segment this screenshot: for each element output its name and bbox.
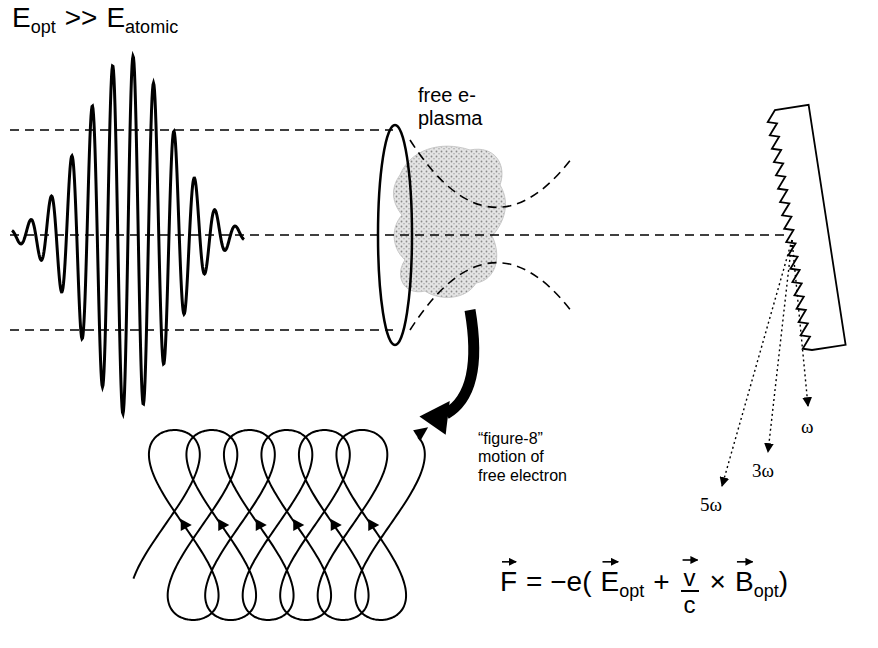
formula-part: = −e( bbox=[526, 566, 591, 597]
title-group: Eopt >> Eatomic bbox=[12, 4, 178, 36]
direction-arrowhead bbox=[256, 519, 267, 531]
harmonic-label: 5ω bbox=[700, 494, 722, 516]
direction-arrowhead bbox=[368, 519, 379, 531]
plus-sign: + bbox=[653, 566, 669, 597]
subscript: opt bbox=[754, 581, 779, 601]
direction-arrowhead bbox=[218, 519, 229, 531]
diffracted-beams bbox=[722, 240, 808, 486]
field-symbol: B bbox=[735, 558, 754, 596]
fraction: vc bbox=[681, 556, 699, 617]
formula-part: ) bbox=[779, 566, 788, 597]
motion-label: “figure-8” motion of free electron bbox=[478, 430, 573, 485]
direction-arrowhead bbox=[293, 519, 304, 531]
formula-group: F = −e( Eopt + vc × Bopt) bbox=[500, 556, 788, 617]
harmonic-label: 3ω bbox=[752, 460, 774, 482]
velocity-symbol: v bbox=[681, 556, 699, 592]
laser-pulse bbox=[12, 56, 244, 413]
field-symbol: E bbox=[601, 558, 620, 596]
harmonic-label: ω bbox=[801, 416, 814, 438]
force-symbol: F bbox=[500, 558, 517, 596]
vector-arrow bbox=[603, 561, 619, 563]
subscript: atomic bbox=[125, 17, 178, 37]
zoom-arrow bbox=[419, 310, 473, 435]
vector-arrow bbox=[737, 561, 753, 563]
vector-arrow bbox=[502, 561, 516, 563]
figure-8-trajectory bbox=[133, 430, 424, 620]
diffraction-grating bbox=[768, 105, 846, 350]
subscript: opt bbox=[619, 581, 644, 601]
trajectory-arrows bbox=[181, 519, 380, 531]
vector-arrows bbox=[502, 560, 753, 562]
cross-product-sign: × bbox=[710, 566, 726, 597]
field-symbol: E bbox=[12, 2, 31, 33]
vector-arrow bbox=[683, 559, 698, 561]
plasma-label: free e- plasma bbox=[418, 84, 492, 130]
direction-arrowhead bbox=[413, 427, 428, 441]
direction-arrowhead bbox=[331, 519, 342, 531]
direction-arrowhead bbox=[181, 519, 192, 531]
subscript: opt bbox=[31, 17, 56, 37]
lens bbox=[378, 125, 412, 345]
comparison-sign: >> bbox=[65, 2, 98, 33]
field-symbol: E bbox=[106, 2, 125, 33]
light-speed-symbol: c bbox=[684, 592, 696, 617]
